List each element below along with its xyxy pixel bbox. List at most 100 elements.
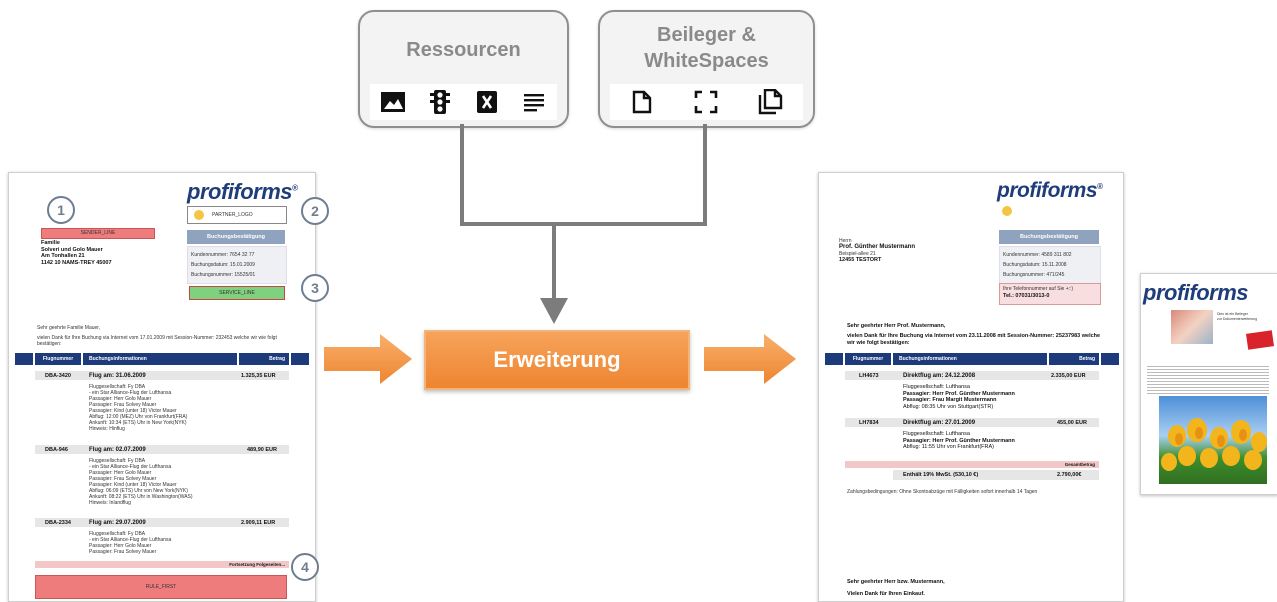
connector-down [552, 222, 556, 304]
right-flight-no: LH7834 [859, 420, 879, 426]
flyer-caption-line: Dies ist ein Beileger [1217, 312, 1248, 316]
left-table-header-flightno: Flugnummer [35, 353, 81, 365]
detail-line: Hinweis: Hinflug [89, 426, 125, 432]
inserts-box: Beileger & WhiteSpaces [598, 10, 815, 128]
left-address-line: 1142 10 NAMS-TREY 45007 [41, 259, 112, 266]
right-service-line: Tel.: 07031/3013-0 [1003, 293, 1050, 299]
left-flight-no: DBA-946 [45, 447, 68, 453]
detail-line: Passagier: Frau Solvey Mauer [89, 476, 157, 482]
flyer-red-stamp [1246, 330, 1274, 350]
detail-line: Fluggesellschaft: Fy DBA [89, 384, 146, 390]
detail-line: Ankunft: 10:34 (ETS) Uhr in New York(NYK… [89, 420, 187, 426]
partner-logo-icon [1002, 206, 1012, 216]
flyer-photo-family [1171, 310, 1213, 344]
right-total-tax: Enthält 19% MwSt. (530,10 €) [903, 472, 979, 478]
right-flight-amount: 2.335,00 EUR [1051, 373, 1086, 379]
left-logo-mark: ® [292, 183, 298, 193]
template-document: profiforms® SENDER_LINE Familie Solveri … [8, 172, 316, 602]
right-table-header-flightno: Flugnummer [845, 353, 891, 365]
partner-logo-icon [194, 210, 204, 220]
arrow-left-to-center [324, 334, 412, 384]
sender-line-label: SENDER_LINE [80, 230, 116, 236]
right-table-header-cell [1101, 353, 1119, 365]
detail-line: Passagier: Herr Golo Mauer [89, 470, 152, 476]
right-total-amount: 2.790,00€ [1057, 472, 1082, 478]
marker-3: 3 [301, 274, 329, 302]
detail-line: Passagier: Herr Prof. Günther Mustermann [903, 437, 1015, 444]
image-icon [379, 88, 407, 116]
excel-icon [473, 88, 501, 116]
left-flight-title: Flug am: 31.06.2009 [89, 373, 146, 379]
detail-line: Abflug: 06:09 (ETS) Uhr von New York(NYK… [89, 488, 188, 494]
detail-line: Passagier: Herr Golo Mauer [89, 543, 152, 549]
left-address: Familie Solveri und Golo Mauer Am Tonhal… [41, 240, 191, 266]
right-closing-greeting: Sehr geehrter Herr bzw. Mustermann, [847, 579, 945, 585]
continuation-label: Fortsetzung Folgeseiten... [229, 562, 285, 567]
left-flight-row [35, 445, 289, 454]
detail-line: Abflug: 08:35 Uhr von Stuttgart(STR) [903, 403, 994, 410]
left-logo-text: profiforms [187, 179, 293, 204]
right-service-box: Ihre Telefonnummer auf Sie +::) Tel.: 07… [999, 283, 1101, 305]
left-address-line: Solveri und Golo Mauer [41, 246, 103, 253]
left-flight-title: Flug am: 29.07.2009 [89, 520, 146, 526]
right-total-row [893, 470, 1099, 480]
resources-title: Ressourcen [406, 39, 521, 61]
right-closing-text: Vielen Dank für Ihren Einkauf. [847, 591, 925, 597]
detail-line: Fluggesellschaft: Fy DBA [89, 458, 146, 464]
right-table-header-info: Buchungsinformationen [893, 353, 1047, 365]
rule-first-label: RULE_FIRST [145, 584, 177, 590]
left-flight-no: DBA-2334 [45, 520, 71, 526]
left-address-line: Am Tonhallen 21 [41, 253, 85, 259]
left-flight-details: Fluggesellschaft: Fy DBA - ein Star Alli… [89, 531, 239, 555]
left-flight-row [35, 371, 289, 380]
text-lines-icon [520, 88, 548, 116]
right-address: Herrn Prof. Günther Mustermann Beispiel-… [839, 238, 989, 263]
right-logo-mark: ® [1097, 182, 1103, 191]
right-logo-text: profiforms [997, 179, 1098, 202]
detail-line: Passagier: Herr Golo Mauer [89, 396, 152, 402]
right-total-label: Gesamtbetrag [1064, 462, 1095, 467]
tulips-illustration [1161, 418, 1267, 471]
detail-line: Fluggesellschaft: Lufthansa [903, 384, 970, 390]
connector-horizontal [460, 222, 707, 226]
left-info-row: Kundennummer: 7654 32 77 [191, 252, 255, 258]
detail-line: Fluggesellschaft: Lufthansa [903, 431, 970, 437]
pages-stack-icon [757, 88, 785, 116]
right-table-header-cell [825, 353, 843, 365]
right-table-header-amount: Betrag [1049, 353, 1099, 365]
right-address-line: Herrn [839, 238, 852, 244]
left-flight-title: Flug am: 02.07.2009 [89, 447, 146, 453]
right-service-line: Ihre Telefonnummer auf Sie +::) [1003, 286, 1074, 292]
left-flight-details: Fluggesellschaft: Fy DBA - ein Star Alli… [89, 458, 239, 506]
flyer-photo-tulips [1159, 396, 1267, 484]
left-table-header-cell [291, 353, 309, 365]
marker-4: 4 [291, 553, 319, 581]
right-intro: vielen Dank für Ihre Buchung via Interne… [847, 333, 1101, 346]
right-address-line: Prof. Günther Mustermann [839, 244, 916, 250]
detail-line: Passagier: Frau Solvey Mauer [89, 549, 157, 555]
right-flight-details: Fluggesellschaft: Lufthansa Passagier: H… [903, 384, 1053, 410]
left-flight-amount: 489,90 EUR [247, 447, 277, 453]
resources-box: Ressourcen [358, 10, 569, 128]
flyer-photo-caption: Dies ist ein Beileger zur Dokumenterweit… [1217, 312, 1273, 321]
left-table-header-info: Buchungsinformationen [83, 353, 237, 365]
detail-line: Fluggesellschaft: Fy DBA [89, 531, 146, 537]
detail-line: Abflug: 11:55 Uhr von Frankfurt(FRA) [903, 444, 994, 450]
right-total-bar: Gesamtbetrag [845, 461, 1099, 468]
left-info-row: Buchungsnummer: 15525/01 [191, 272, 256, 278]
right-flight-amount: 455,00 EUR [1057, 420, 1087, 426]
right-logo: profiforms® [997, 179, 1103, 203]
left-info-row: Buchungsdatum: 15.01.2009 [191, 262, 255, 268]
partner-logo-label: PARTNER_LOGO [212, 212, 253, 218]
flyer-logo: profiforms [1143, 280, 1249, 305]
detail-line: Hinweis: Inlandflug [89, 500, 131, 506]
right-flight-title: Direktflug am: 27.01.2009 [903, 420, 976, 426]
detail-line: Passagier: Kind (unter 18) Victor Mauer [89, 408, 177, 414]
left-flight-amount: 1.325,35 EUR [241, 373, 276, 379]
right-address-line: Beispiel-allee 21 [839, 250, 876, 257]
marker-2: 2 [301, 197, 329, 225]
right-info-row: Buchungsdatum: 15.11.2008 [1003, 262, 1067, 268]
left-table-header-cell [15, 353, 33, 365]
service-line-field: SERVICE_LINE [189, 286, 285, 300]
connector-arrowhead [540, 298, 568, 324]
